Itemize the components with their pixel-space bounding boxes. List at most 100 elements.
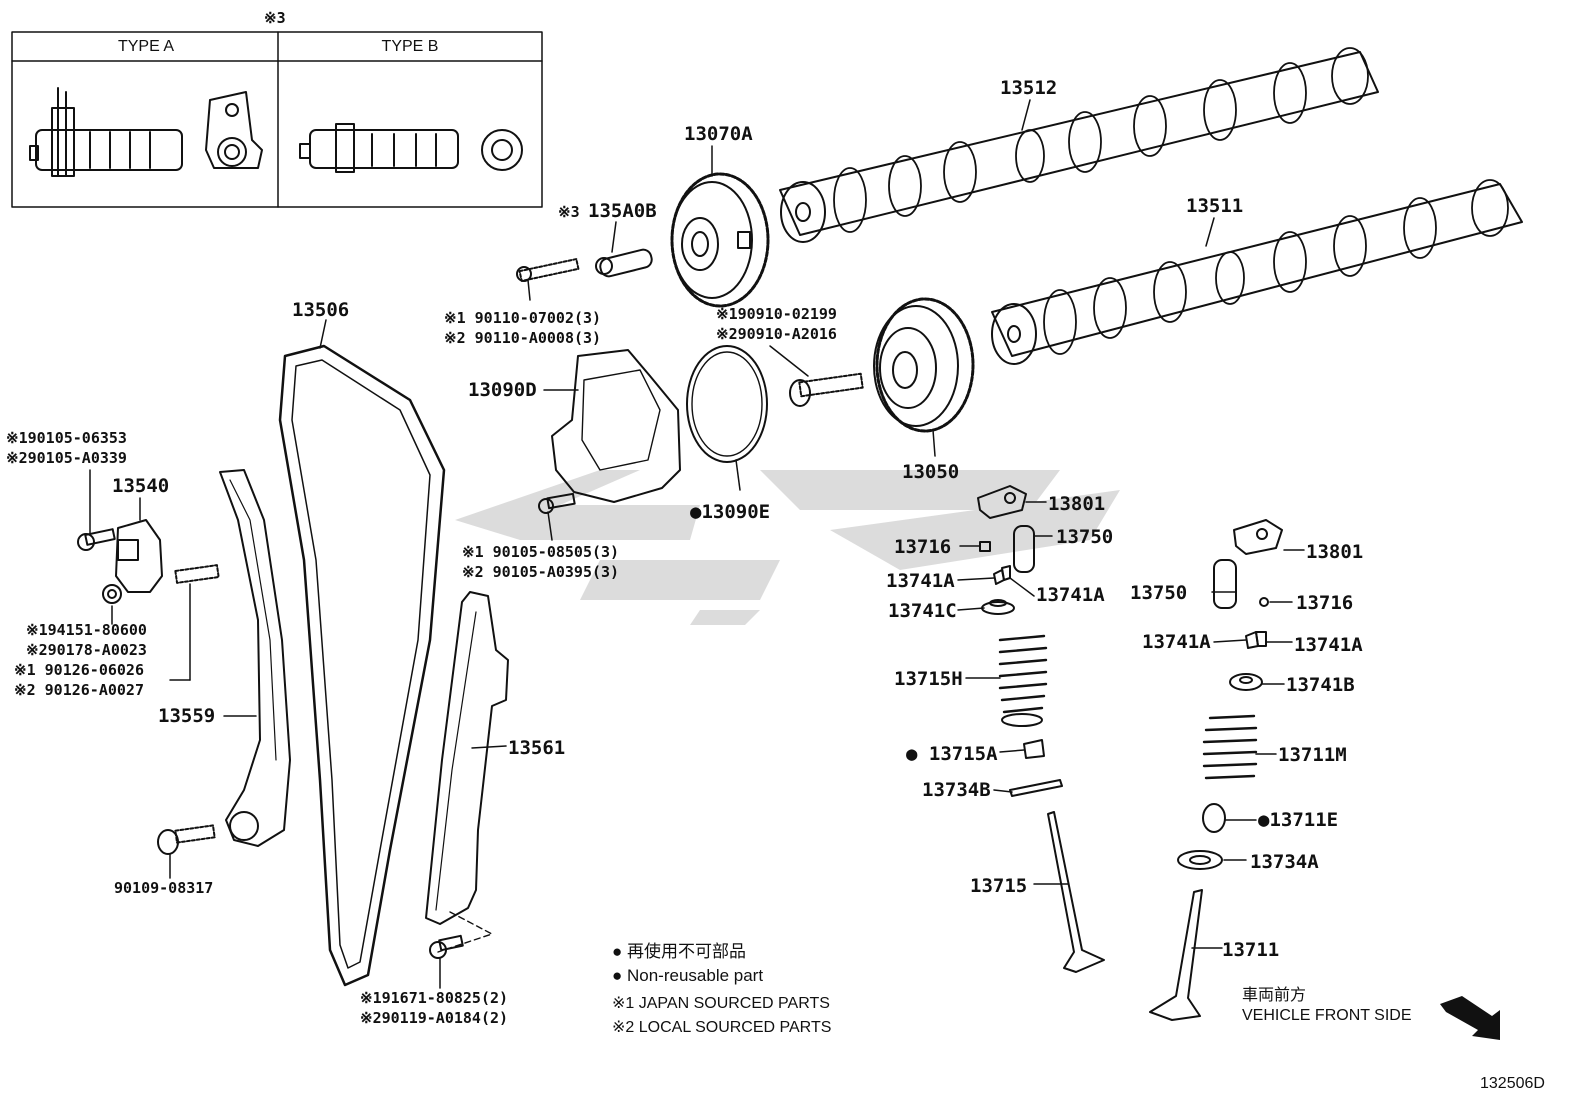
part-13741A-left-a-label: 13741A bbox=[886, 570, 955, 592]
part-13561-label: 13561 bbox=[508, 737, 566, 759]
part-13734A-label: 13734A bbox=[1250, 851, 1319, 873]
leader-lines bbox=[89, 99, 1305, 989]
part-13801-left-label: 13801 bbox=[1048, 493, 1106, 515]
legend-nonreusable-en: ● Non-reusable part bbox=[612, 966, 764, 985]
part-13750-left-label: 13750 bbox=[1056, 526, 1114, 548]
part-13711-label: 13711 bbox=[1222, 939, 1280, 961]
note-mark-3: ※3 bbox=[264, 9, 286, 27]
part-13741A-right-a-label: 13741A bbox=[1142, 631, 1211, 653]
keepers-13741A-left-drawing bbox=[993, 565, 1011, 585]
front-side-jp: 車両前方 bbox=[1242, 987, 1307, 1004]
keepers-13741A-right-drawing bbox=[1245, 631, 1267, 649]
part-135A0B-note: ※3 bbox=[558, 203, 580, 221]
part-13511-label: 13511 bbox=[1186, 195, 1244, 217]
bolt-90110-drawing bbox=[516, 258, 580, 282]
bolt-90109-drawing bbox=[157, 824, 216, 855]
diagram-id: 132506D bbox=[1480, 1075, 1545, 1092]
part-13716-left-label: 13716 bbox=[894, 536, 952, 558]
part-13559-label: 13559 bbox=[158, 705, 216, 727]
part-13734B-label: 13734B bbox=[922, 779, 991, 801]
part-13741A-left-b-label: 13741A bbox=[1036, 584, 1105, 606]
guide-13734B-drawing bbox=[1009, 779, 1063, 797]
part-13741B-label: 13741B bbox=[1286, 674, 1355, 696]
part-13741A-right-b-label: 13741A bbox=[1294, 634, 1363, 656]
legend-nonreusable-jp: ● 再使用不可部品 bbox=[612, 942, 746, 961]
timing-chain-13506-drawing bbox=[278, 344, 446, 987]
part-13090D-label: 13090D bbox=[468, 379, 537, 401]
retainer-13741B-drawing bbox=[1229, 673, 1263, 691]
chain-tensioner-13540-drawing bbox=[115, 519, 163, 593]
retainer-13741C-drawing bbox=[981, 599, 1015, 615]
valve-13715-drawing bbox=[1047, 811, 1105, 973]
bolt-b-local-label: ※290910-A2016 bbox=[716, 325, 837, 343]
part-13750-right-label: 13750 bbox=[1130, 582, 1188, 604]
front-side-en: VEHICLE FRONT SIDE bbox=[1242, 1007, 1412, 1024]
part-13050-label: 13050 bbox=[902, 461, 960, 483]
chain-cover-13090D-drawing bbox=[551, 349, 681, 503]
nut-94151-drawing bbox=[102, 584, 122, 604]
part-13506-label: 13506 bbox=[292, 299, 350, 321]
part-13715-label: 13715 bbox=[970, 875, 1028, 897]
spring-13711M-drawing bbox=[1202, 714, 1258, 780]
front-direction-arrow bbox=[1440, 996, 1500, 1040]
bolt-d-japan-label: ※1 90105-08505(3) bbox=[462, 543, 620, 561]
nut-japan-label: ※194151-80600 bbox=[26, 621, 147, 639]
part-13711M-label: 13711M bbox=[1278, 744, 1347, 766]
bolt-c-japan-label: ※190105-06353 bbox=[6, 429, 127, 447]
bolt-b-japan-label: ※190910-02199 bbox=[716, 305, 837, 323]
gasket-13090E-drawing bbox=[686, 345, 768, 463]
type-b-heading: TYPE B bbox=[381, 38, 439, 55]
spring-13715H-drawing bbox=[998, 634, 1048, 727]
bolt-e-local-label: ※290119-A0184(2) bbox=[360, 1009, 509, 1027]
type-a-valve-drawing bbox=[29, 87, 263, 177]
bolt-d-local-label: ※2 90105-A0395(3) bbox=[462, 563, 620, 581]
part-13801-right-label: 13801 bbox=[1306, 541, 1364, 563]
part-13715H-label: 13715H bbox=[894, 668, 963, 690]
bolt-90105-06353-drawing bbox=[77, 528, 116, 551]
legend-local-sourced: ※2 LOCAL SOURCED PARTS bbox=[612, 1019, 832, 1036]
oil-control-valve-135A0B-drawing bbox=[595, 248, 653, 278]
rocker-arm-13801-right-drawing bbox=[1233, 519, 1283, 555]
lash-adjuster-13750-left-drawing bbox=[1013, 525, 1035, 573]
watermark-logo bbox=[455, 470, 1120, 625]
bolt-a-japan-label: ※1 90110-07002(3) bbox=[444, 309, 602, 327]
bolt-90910-drawing bbox=[789, 372, 864, 407]
part-135A0B-label: 135A0B bbox=[588, 200, 657, 222]
stud-local-label: ※2 90126-A0027 bbox=[14, 681, 144, 699]
part-13090E-label: ●13090E bbox=[690, 501, 771, 523]
part-13741C-label: 13741C bbox=[888, 600, 957, 622]
part-13711E-label: ●13711E bbox=[1258, 809, 1339, 831]
seal-13711E-drawing bbox=[1202, 803, 1226, 833]
type-box bbox=[11, 31, 543, 208]
part-13070A-label: 13070A bbox=[684, 123, 753, 145]
part-13715A-label: ● 13715A bbox=[906, 743, 998, 765]
valve-13711-drawing bbox=[1149, 889, 1203, 1021]
lash-adjuster-13750-right-drawing bbox=[1213, 559, 1237, 609]
washer-13734A-drawing bbox=[1177, 850, 1223, 870]
stud-japan-label: ※1 90126-06026 bbox=[14, 661, 144, 679]
cam-timing-gear-13070A-drawing bbox=[670, 172, 770, 308]
part-90109-label: 90109-08317 bbox=[114, 879, 214, 897]
nut-local-label: ※290178-A0023 bbox=[26, 641, 147, 659]
part-13716-right-label: 13716 bbox=[1296, 592, 1354, 614]
camshaft-13512-drawing bbox=[779, 47, 1379, 243]
bolt-90105-08505-drawing bbox=[538, 492, 576, 514]
tensioner-arm-13559-drawing bbox=[219, 469, 291, 847]
camshaft-13511-drawing bbox=[991, 179, 1523, 365]
seal-13715A-drawing bbox=[1023, 739, 1045, 759]
cap-13716-right-drawing bbox=[1259, 597, 1269, 607]
rocker-arm-13801-left-drawing bbox=[977, 485, 1027, 519]
part-13540-label: 13540 bbox=[112, 475, 170, 497]
cam-timing-gear-13050-drawing bbox=[873, 297, 975, 433]
bolt-91671-drawing bbox=[429, 934, 464, 959]
type-a-heading: TYPE A bbox=[117, 38, 175, 55]
type-b-valve-drawing bbox=[299, 123, 523, 173]
bolt-e-japan-label: ※191671-80825(2) bbox=[360, 989, 509, 1007]
stud-bolt-90126-drawing bbox=[174, 564, 220, 584]
chain-guide-13561-drawing bbox=[425, 591, 509, 953]
legend-japan-sourced: ※1 JAPAN SOURCED PARTS bbox=[612, 995, 830, 1012]
bolt-a-local-label: ※2 90110-A0008(3) bbox=[444, 329, 602, 347]
part-13512-label: 13512 bbox=[1000, 77, 1058, 99]
